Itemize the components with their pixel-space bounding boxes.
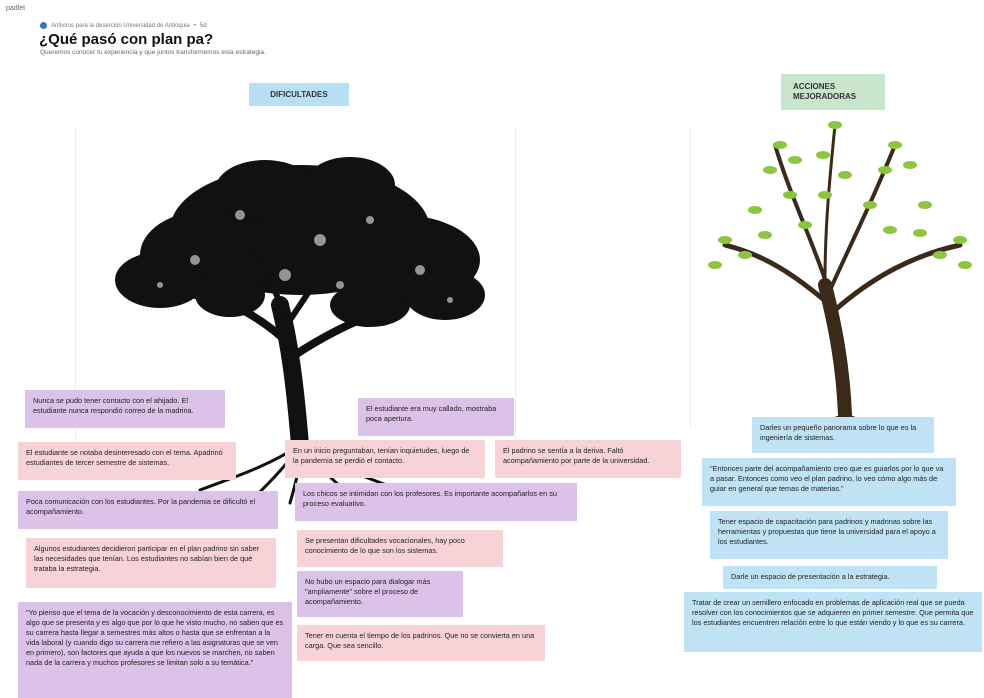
left-panel-border [75,128,76,448]
post-card[interactable]: El padrino se sentía a la deriva. Faltó … [495,440,681,478]
post-card[interactable]: Nunca se pudo tener contacto con el ahij… [25,390,225,428]
post-card[interactable]: Darles un pequeño panorama sobre lo que … [752,417,934,453]
post-card[interactable]: Tratar de crear un semillero enfocado en… [684,592,982,652]
post-card[interactable]: "Entonces parte del acompañamiento creo … [702,458,956,506]
dark-tree-image [115,157,485,505]
page-title: ¿Qué pasó con plan pa? [39,31,214,48]
padlet-logo-text[interactable]: padlet [6,5,26,12]
dark-tree-canopy [115,157,485,327]
meta-separator: • [193,22,196,29]
green-tree-image [708,121,972,447]
right-panel-border [690,128,691,428]
green-tree-leaves [708,121,972,269]
post-card[interactable]: Poca comunicación con los estudiantes. P… [18,491,278,529]
post-card[interactable]: Algunos estudiantes decidieron participa… [26,538,276,588]
page-subtitle: Queremos conocer tu experiencia y que ju… [40,49,266,56]
left-panel-border-right [515,128,516,448]
post-card[interactable]: Tener en cuenta el tiempo de los padrino… [297,625,545,661]
author-name: Antivirus para la deserción Universidad … [51,22,190,29]
post-time: 5d [199,22,207,29]
header-dificultades[interactable]: DIFICULTADES [249,83,349,106]
post-card[interactable]: Tener espacio de capacitación para padri… [710,511,948,559]
post-card[interactable]: No hubo un espacio para dialogar más "am… [297,571,463,617]
post-card[interactable]: En un inicio preguntaban, tenían inquiet… [285,440,485,478]
dark-tree-trunk [166,197,444,454]
post-card[interactable]: "Yo pienso que el tema de la vocación y … [18,602,292,698]
avatar-icon [40,22,47,29]
post-card[interactable]: El estudiante se notaba desinteresado co… [18,442,236,480]
header-acciones-mejoradoras[interactable]: ACCIONES MEJORADORAS [781,74,885,110]
author-meta: Antivirus para la deserción Universidad … [40,22,207,29]
post-card[interactable]: El estudiante era muy callado, mostraba … [358,398,514,436]
post-card[interactable]: Los chicos se intimidan con los profesor… [295,483,577,521]
post-card[interactable]: Darle un espacio de presentación a la es… [723,566,937,589]
post-card[interactable]: Se presentan dificultades vocacionales, … [297,530,503,567]
